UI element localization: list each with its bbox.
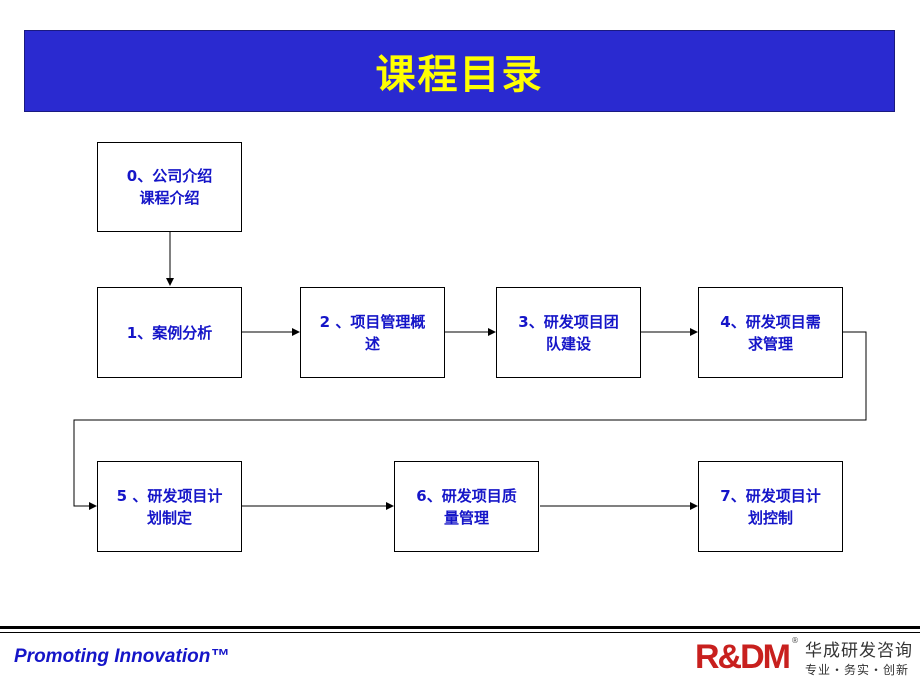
node-6: 6、研发项目质 量管理 — [394, 461, 539, 552]
node-3-label: 3、研发项目团 队建设 — [518, 312, 619, 353]
node-7-label: 7、研发项目计 划控制 — [720, 486, 821, 527]
node-5: 5 、研发项目计 划制定 — [97, 461, 242, 552]
node-1: 1、案例分析 — [97, 287, 242, 378]
node-1-label: 1、案例分析 — [126, 323, 213, 342]
node-5-label: 5 、研发项目计 划制定 — [116, 486, 223, 527]
logo-mark: R&DM — [695, 638, 791, 676]
footer-rule-top — [0, 626, 920, 629]
node-0: 0、公司介绍 课程介绍 — [97, 142, 242, 232]
page-title: 课程目录 — [375, 52, 544, 98]
footer-slogan: Promoting Innovation™ — [14, 646, 230, 667]
logo-tagline: 专业・务实・创新 — [804, 663, 909, 677]
node-4: 4、研发项目需 求管理 — [698, 287, 843, 378]
node-2: 2 、项目管理概 述 — [300, 287, 445, 378]
title-banner: 课程目录 — [24, 30, 895, 112]
node-2-label: 2 、项目管理概 述 — [319, 312, 426, 353]
logo-text: 华成研发咨询 专业・务实・创新 — [805, 636, 913, 678]
edge-4-5 — [73, 331, 867, 510]
node-7: 7、研发项目计 划控制 — [698, 461, 843, 552]
node-6-label: 6、研发项目质 量管理 — [416, 486, 517, 527]
logo-company-name: 华成研发咨询 — [804, 641, 913, 661]
node-3: 3、研发项目团 队建设 — [496, 287, 641, 378]
node-0-label: 0、公司介绍 课程介绍 — [126, 167, 213, 207]
company-logo: R&DM ® 华成研发咨询 专业・务实・创新 — [695, 636, 913, 678]
footer-rule-bottom — [0, 632, 920, 633]
node-4-label: 4、研发项目需 求管理 — [720, 312, 821, 353]
registered-mark: ® — [790, 636, 799, 645]
